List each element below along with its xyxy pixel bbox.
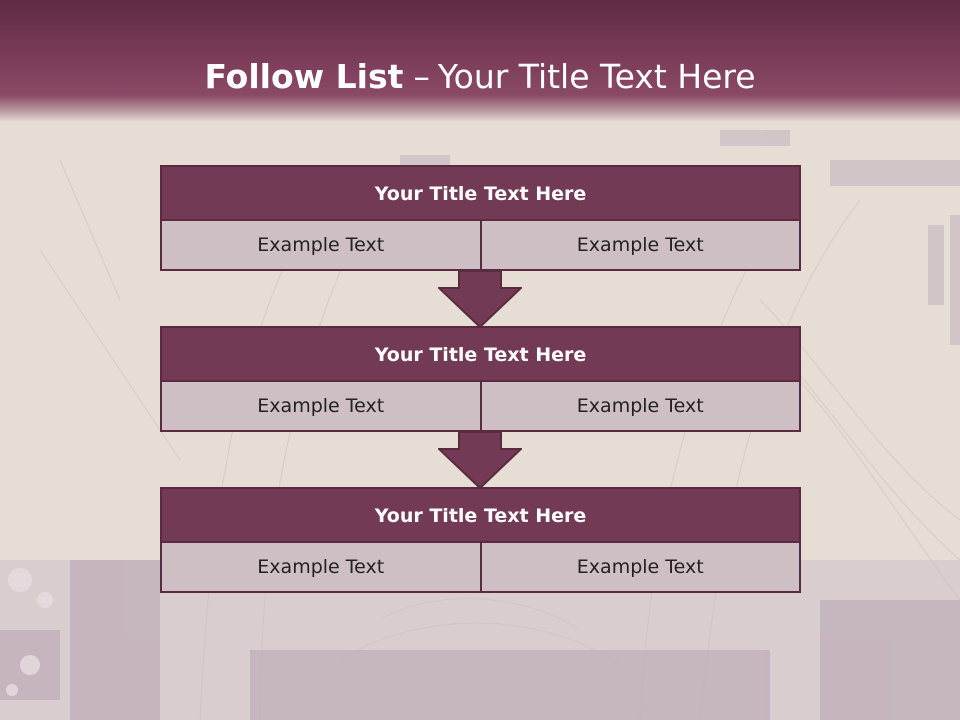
down-arrow-icon [438, 270, 522, 328]
slide-title-bold: Follow List [204, 57, 404, 96]
block-cell-right: Example Text [481, 221, 801, 271]
list-block-2: Your Title Text Here Example Text Exampl… [160, 326, 801, 432]
block-cell-left: Example Text [160, 543, 482, 593]
block-row: Example Text Example Text [160, 543, 801, 593]
slide-title: Follow List–Your Title Text Here [0, 52, 960, 102]
block-row: Example Text Example Text [160, 382, 801, 432]
block-title: Your Title Text Here [160, 165, 801, 221]
down-arrow-icon [438, 431, 522, 489]
block-title: Your Title Text Here [160, 487, 801, 543]
block-cell-left: Example Text [160, 221, 482, 271]
list-block-3: Your Title Text Here Example Text Exampl… [160, 487, 801, 593]
block-cell-right: Example Text [481, 543, 801, 593]
block-row: Example Text Example Text [160, 221, 801, 271]
slide-title-separator: – [413, 57, 430, 96]
block-cell-left: Example Text [160, 382, 482, 432]
list-block-1: Your Title Text Here Example Text Exampl… [160, 165, 801, 271]
slide-title-rest: Your Title Text Here [437, 57, 756, 96]
block-cell-right: Example Text [481, 382, 801, 432]
block-title: Your Title Text Here [160, 326, 801, 382]
header-band [0, 0, 960, 122]
